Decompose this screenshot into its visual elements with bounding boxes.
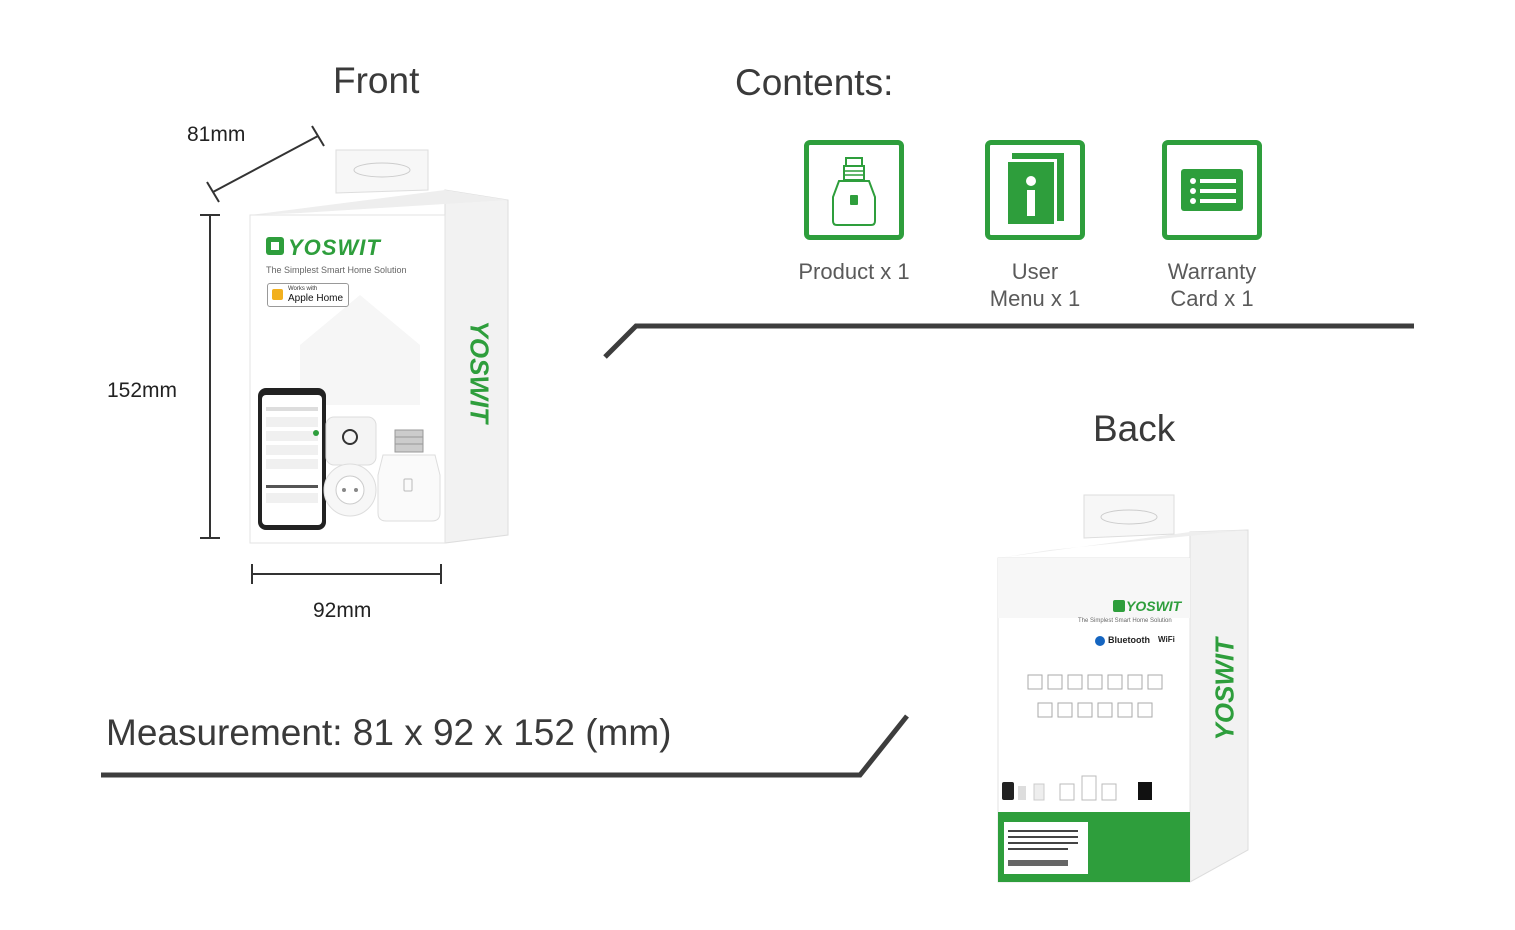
- back-box-brand: YOSWIT: [1126, 598, 1182, 614]
- front-box-brand: YOSWIT: [288, 235, 381, 260]
- back-box-wifi: WiFi: [1158, 635, 1175, 644]
- manual-label-line-1: User: [1011, 259, 1059, 284]
- front-box-image: YOSWIT The Simplest Smart Home Solution …: [240, 145, 530, 555]
- list-card-icon: [1181, 169, 1243, 211]
- manual-label: User Menu x 1: [955, 258, 1115, 312]
- back-side-brand: YOSWIT: [1209, 637, 1240, 741]
- info-manual-icon: [1005, 153, 1064, 227]
- badge-small-text: Works with: [288, 286, 318, 292]
- apple-home-badge: Works with Apple Home: [267, 283, 349, 307]
- back-box-image: YOSWIT The Simplest Smart Home Solution …: [990, 490, 1260, 890]
- front-box-graphic: [249, 149, 509, 544]
- product-icon-box: [804, 140, 904, 240]
- back-box-bluetooth: Bluetooth: [1108, 635, 1150, 645]
- width-label: 92mm: [313, 599, 372, 622]
- product-label-line: Product x 1: [798, 259, 910, 284]
- front-box-tagline: The Simplest Smart Home Solution: [266, 265, 407, 275]
- product-label: Product x 1: [774, 258, 934, 285]
- home-icon: [272, 289, 283, 300]
- bulb-socket-icon: [832, 157, 876, 226]
- manual-label-line-2: Menu x 1: [989, 286, 1081, 311]
- front-side-brand: YOSWIT: [464, 320, 495, 424]
- back-box-tagline: The Simplest Smart Home Solution: [1078, 618, 1172, 624]
- warranty-label-line-1: Warranty: [1167, 259, 1257, 284]
- warranty-label: Warranty Card x 1: [1132, 258, 1292, 312]
- front-heading: Front: [333, 60, 420, 101]
- height-label: 152mm: [107, 379, 178, 402]
- contents-heading: Contents:: [735, 62, 894, 103]
- measurement-text: Measurement: 81 x 92 x 152 (mm): [106, 712, 672, 753]
- warranty-icon-box: [1162, 140, 1262, 240]
- back-heading: Back: [1093, 408, 1176, 449]
- back-box-graphic: [997, 494, 1249, 883]
- badge-large-text: Apple Home: [288, 293, 344, 304]
- warranty-label-line-2: Card x 1: [1170, 286, 1254, 311]
- depth-label: 81mm: [187, 123, 246, 146]
- manual-icon-box: [985, 140, 1085, 240]
